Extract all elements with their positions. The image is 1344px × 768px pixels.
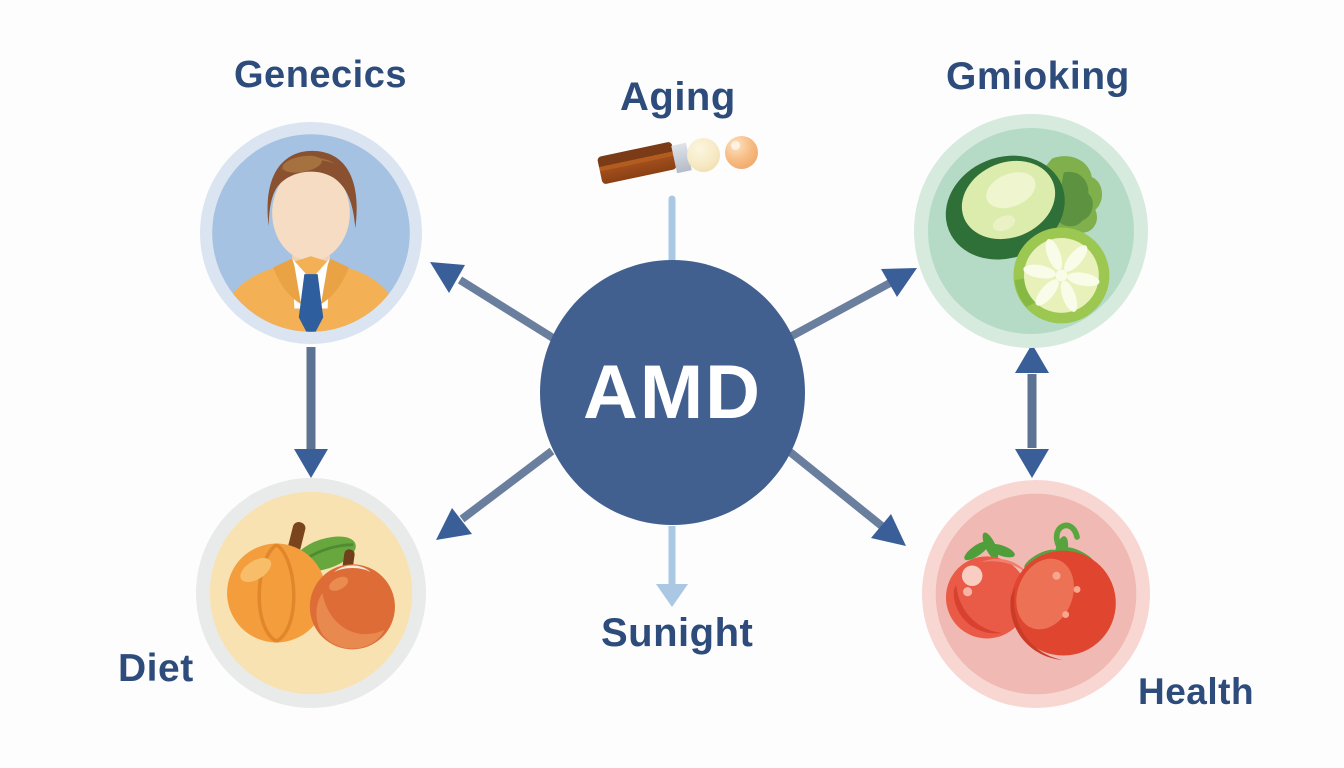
amd-center-node: AMD	[540, 260, 805, 525]
arrow-genetics-to-diet	[294, 347, 328, 478]
person-avatar-icon	[200, 122, 422, 344]
label-diet: Diet	[118, 647, 194, 690]
label-aging: Aging	[620, 75, 736, 119]
arrow-smoking-health-double	[1015, 344, 1049, 478]
arrow-center-to-smoking	[788, 268, 917, 341]
node-smoking	[914, 114, 1148, 348]
arrow-center-to-health	[787, 448, 906, 546]
cigarette-body	[596, 141, 678, 185]
arrow-center-to-lower-left	[436, 447, 555, 540]
cigarette-icon	[596, 132, 758, 188]
orange-fruits-icon	[196, 478, 426, 708]
arrow-center-to-sunlight	[656, 526, 688, 607]
tomatoes-icon	[922, 480, 1150, 708]
label-sunlight: Sunight	[601, 611, 754, 655]
label-smoking: Gmioking	[946, 55, 1130, 98]
amd-label: AMD	[582, 350, 763, 435]
label-health: Health	[1138, 671, 1255, 712]
arrow-center-to-genetics	[430, 262, 556, 342]
cigarette-filter-tip	[687, 138, 720, 172]
cucumber-lime-slice-icon	[914, 114, 1148, 348]
label-genetics: Genecics	[234, 54, 407, 96]
node-genetics	[200, 122, 422, 344]
cigarette-ember-ball	[725, 136, 758, 169]
node-diet	[196, 478, 426, 708]
node-health	[922, 480, 1150, 708]
